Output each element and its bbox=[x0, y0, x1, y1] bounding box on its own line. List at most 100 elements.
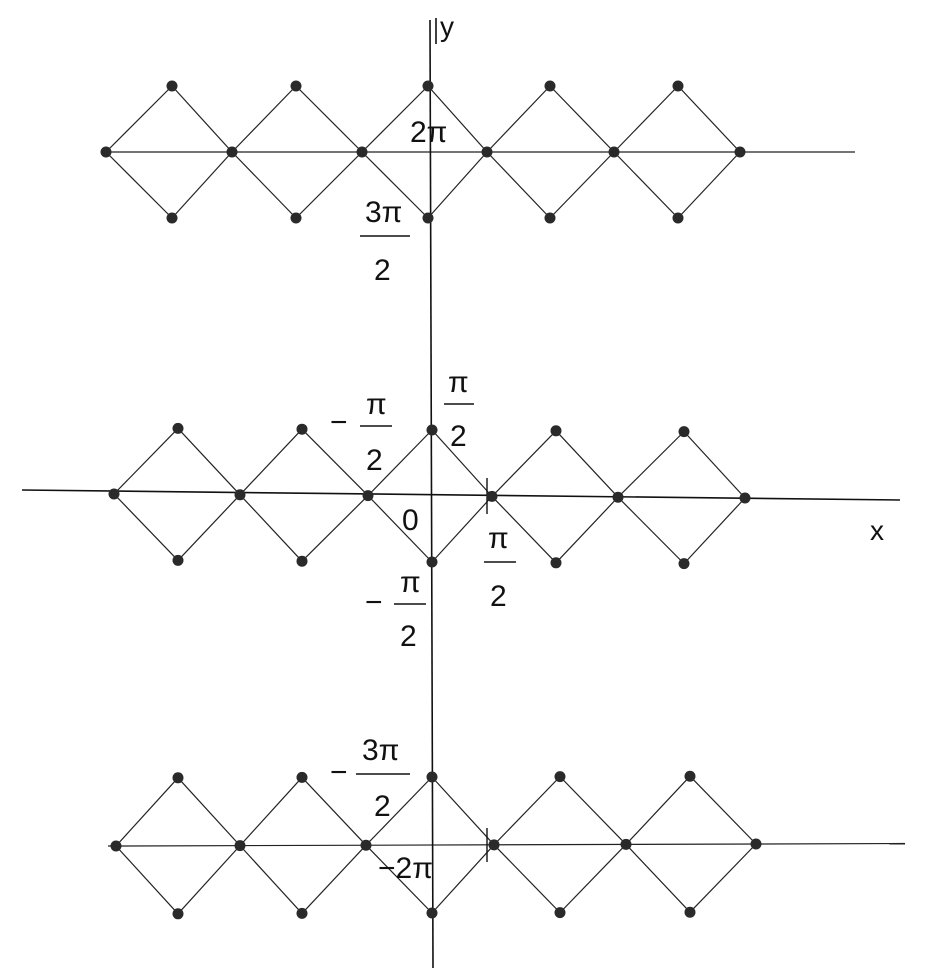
diamond-edges bbox=[105, 85, 757, 915]
diamond-edge bbox=[617, 496, 685, 565]
label-two-pi: 2π bbox=[410, 116, 447, 149]
diamond-edge bbox=[361, 151, 429, 219]
lattice-point-node bbox=[110, 840, 122, 852]
diamond-edge bbox=[677, 85, 741, 153]
label-neg-three-pi-over-two-den: 2 bbox=[374, 790, 391, 823]
lattice-point-bottom bbox=[426, 907, 438, 919]
diamond-edge bbox=[431, 844, 495, 914]
diamond-edge bbox=[177, 845, 241, 915]
diamond-edge bbox=[555, 430, 619, 498]
diamond-edge bbox=[431, 429, 493, 497]
y-axis-label: y bbox=[440, 11, 454, 42]
diamond-edge bbox=[365, 776, 433, 846]
diamond-edge bbox=[493, 844, 561, 914]
lattice-point-bottom bbox=[672, 212, 684, 224]
lattice-point-node bbox=[488, 839, 500, 851]
label-neg-pi-over-two-down-den: 2 bbox=[400, 620, 417, 653]
lattice-point-top bbox=[172, 772, 184, 784]
diamond-edge bbox=[177, 494, 241, 561]
diamond-edge bbox=[171, 85, 233, 153]
diamond-edge bbox=[559, 843, 627, 914]
diamond-edge bbox=[115, 777, 179, 847]
lattice-point-node bbox=[739, 492, 751, 504]
diamond-edge bbox=[491, 495, 557, 564]
diamond-edge bbox=[177, 427, 241, 496]
diamond-edge bbox=[689, 843, 757, 913]
lattice-point-top bbox=[672, 80, 684, 92]
lattice-point-node bbox=[360, 839, 372, 851]
diamond-edge bbox=[683, 431, 746, 499]
lattice-points bbox=[100, 80, 762, 920]
label-neg-three-pi-over-two-sign: − bbox=[330, 756, 348, 789]
lattice-point-node bbox=[356, 146, 368, 158]
diamond-edge bbox=[113, 493, 179, 561]
label-neg-pi-over-two-up-sign: − bbox=[330, 406, 348, 439]
diamond-edge bbox=[113, 427, 179, 495]
lattice-point-bottom bbox=[172, 554, 184, 566]
lattice-point-bottom bbox=[296, 907, 308, 919]
label-pi-over-two-right-num: π bbox=[488, 522, 509, 555]
lattice-point-bottom bbox=[296, 555, 308, 567]
lattice-point-node bbox=[486, 490, 498, 502]
diamond-edge bbox=[301, 495, 369, 562]
diamond-edge bbox=[367, 495, 433, 563]
lattice-point-top bbox=[422, 80, 434, 92]
diamond-edge bbox=[295, 151, 363, 219]
diamond-edge bbox=[689, 775, 757, 845]
diamond-edge bbox=[613, 151, 679, 219]
lattice-point-node bbox=[734, 146, 746, 158]
diamond-edge bbox=[677, 151, 741, 219]
label-pi-over-two-up-den: 2 bbox=[450, 420, 467, 453]
label-pi-over-two-right: π 2 bbox=[484, 522, 516, 613]
diamond-edge bbox=[625, 843, 691, 913]
diamond-edge bbox=[295, 85, 363, 153]
label-pi-over-two-up-num: π bbox=[448, 366, 469, 399]
label-neg-three-pi-over-two-num: 3π bbox=[362, 734, 399, 767]
diamond-edge bbox=[559, 776, 627, 845]
diamond-edge bbox=[427, 151, 488, 219]
lattice-point-bottom bbox=[290, 212, 302, 224]
lattice-point-top bbox=[550, 425, 562, 437]
lattice-point-bottom bbox=[554, 907, 566, 919]
lattice-point-top bbox=[290, 80, 302, 92]
diamond-edge bbox=[231, 151, 297, 219]
diamond-edge bbox=[493, 776, 561, 846]
diamond-edge bbox=[555, 496, 619, 564]
x-axis-label: x bbox=[870, 515, 884, 546]
lattice-point-top bbox=[296, 423, 308, 435]
diamond-edge bbox=[105, 85, 173, 153]
label-neg-pi-over-two-down-sign: − bbox=[365, 586, 383, 619]
label-neg-pi-over-two-down: − π 2 bbox=[365, 566, 426, 653]
diamond-edge bbox=[365, 844, 433, 914]
lattice-point-node bbox=[362, 490, 374, 502]
diamond-edge bbox=[115, 845, 179, 915]
diamond-edge bbox=[486, 151, 551, 219]
diamond-edge bbox=[231, 85, 297, 153]
origin-label: 0 bbox=[402, 504, 419, 537]
label-three-pi-over-two-num: 3π bbox=[365, 196, 402, 229]
lattice-point-top bbox=[678, 426, 690, 438]
lattice-point-bottom bbox=[166, 212, 178, 224]
diamond-edge bbox=[367, 429, 433, 497]
label-three-pi-over-two: 3π 2 bbox=[360, 196, 410, 287]
lattice-point-node bbox=[750, 838, 762, 850]
lattice-point-top bbox=[426, 424, 438, 436]
lattice-point-node bbox=[226, 146, 238, 158]
label-neg-pi-over-two-up-num: π bbox=[366, 388, 387, 421]
label-three-pi-over-two-den: 2 bbox=[374, 254, 391, 287]
diamond-edge bbox=[549, 85, 615, 153]
lattice-point-bottom bbox=[426, 556, 438, 568]
lattice-point-bottom bbox=[678, 558, 690, 570]
diamond-edge bbox=[617, 431, 685, 498]
lattice-point-node bbox=[234, 840, 246, 852]
diamond-edge bbox=[486, 85, 551, 153]
label-neg-three-pi-over-two: − 3π 2 bbox=[330, 734, 410, 823]
lattice-point-node bbox=[620, 838, 632, 850]
label-neg-pi-over-two-up: − π 2 bbox=[330, 388, 392, 477]
y-axis bbox=[429, 19, 434, 969]
lattice-point-node bbox=[481, 146, 493, 158]
lattice-point-top bbox=[544, 80, 556, 92]
diamond-edge bbox=[239, 428, 303, 496]
lattice-point-node bbox=[234, 489, 246, 501]
lattice-point-top bbox=[554, 771, 566, 783]
